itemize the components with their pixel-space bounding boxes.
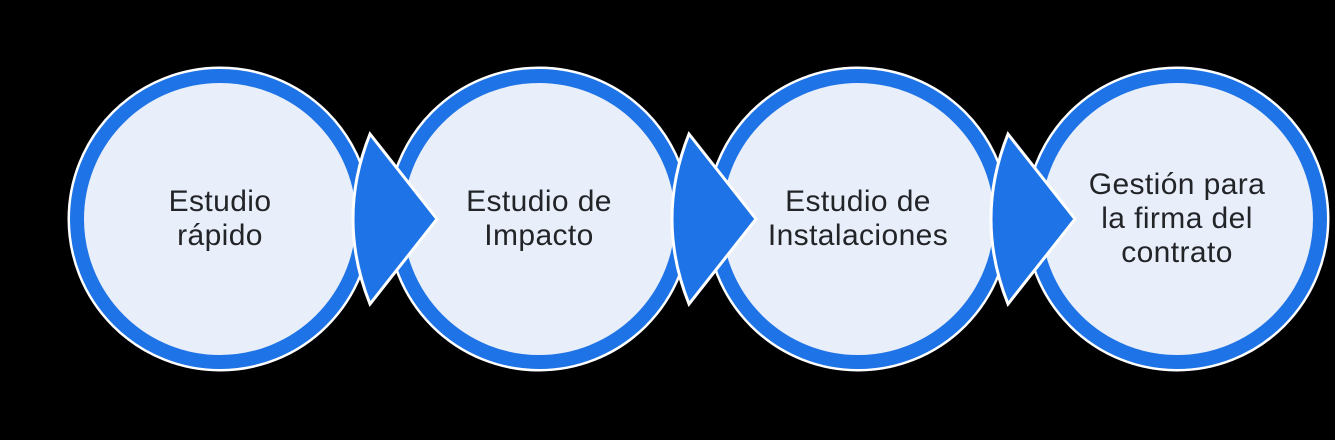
process-step-label-4: Gestión para la firma del contrato: [1047, 139, 1307, 299]
process-step-label-1: Estudio rápido: [90, 139, 350, 299]
arrow-icon-step1-to-step2: [351, 131, 439, 307]
process-step-label-2: Estudio de Impacto: [409, 139, 669, 299]
step-2-line-1: Estudio de: [466, 185, 612, 218]
step-4-line-1: Gestión para: [1088, 168, 1266, 201]
arrow-icon-step2-to-step3: [670, 131, 758, 307]
process-step-label-3: Estudio de Instalaciones: [728, 139, 988, 299]
step-4-line-3: contrato: [1121, 236, 1233, 269]
step-1-line-2: rápido: [177, 219, 263, 252]
step-3-line-1: Estudio de: [785, 185, 931, 218]
step-1-line-1: Estudio: [168, 185, 272, 218]
arrow-icon-step3-to-step4: [989, 131, 1077, 307]
step-4-line-2: la firma del: [1101, 202, 1253, 235]
step-2-line-2: Impacto: [484, 219, 594, 252]
step-3-line-2: Instalaciones: [767, 219, 949, 252]
